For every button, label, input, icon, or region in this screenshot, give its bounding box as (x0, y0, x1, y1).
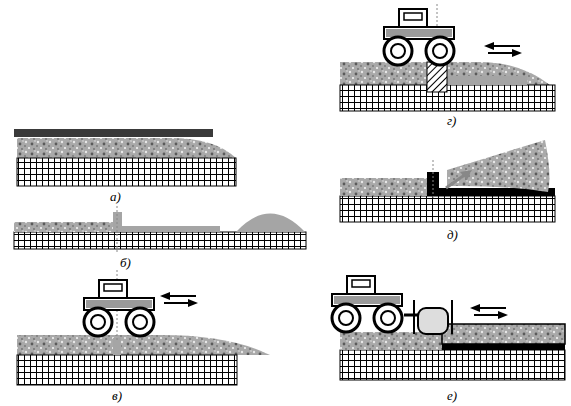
panel-label: д) (447, 228, 458, 241)
panel-label: а) (110, 190, 121, 203)
panel-label: б) (120, 256, 131, 269)
panel-label: е) (447, 389, 457, 402)
panel-e (332, 276, 565, 380)
panel-a (14, 129, 236, 186)
panel-g (340, 4, 555, 111)
panel-v (17, 270, 270, 385)
panel-d (340, 140, 555, 222)
panel-b (14, 206, 306, 252)
panel-label: в) (112, 389, 122, 402)
panel-label: г) (447, 114, 456, 127)
